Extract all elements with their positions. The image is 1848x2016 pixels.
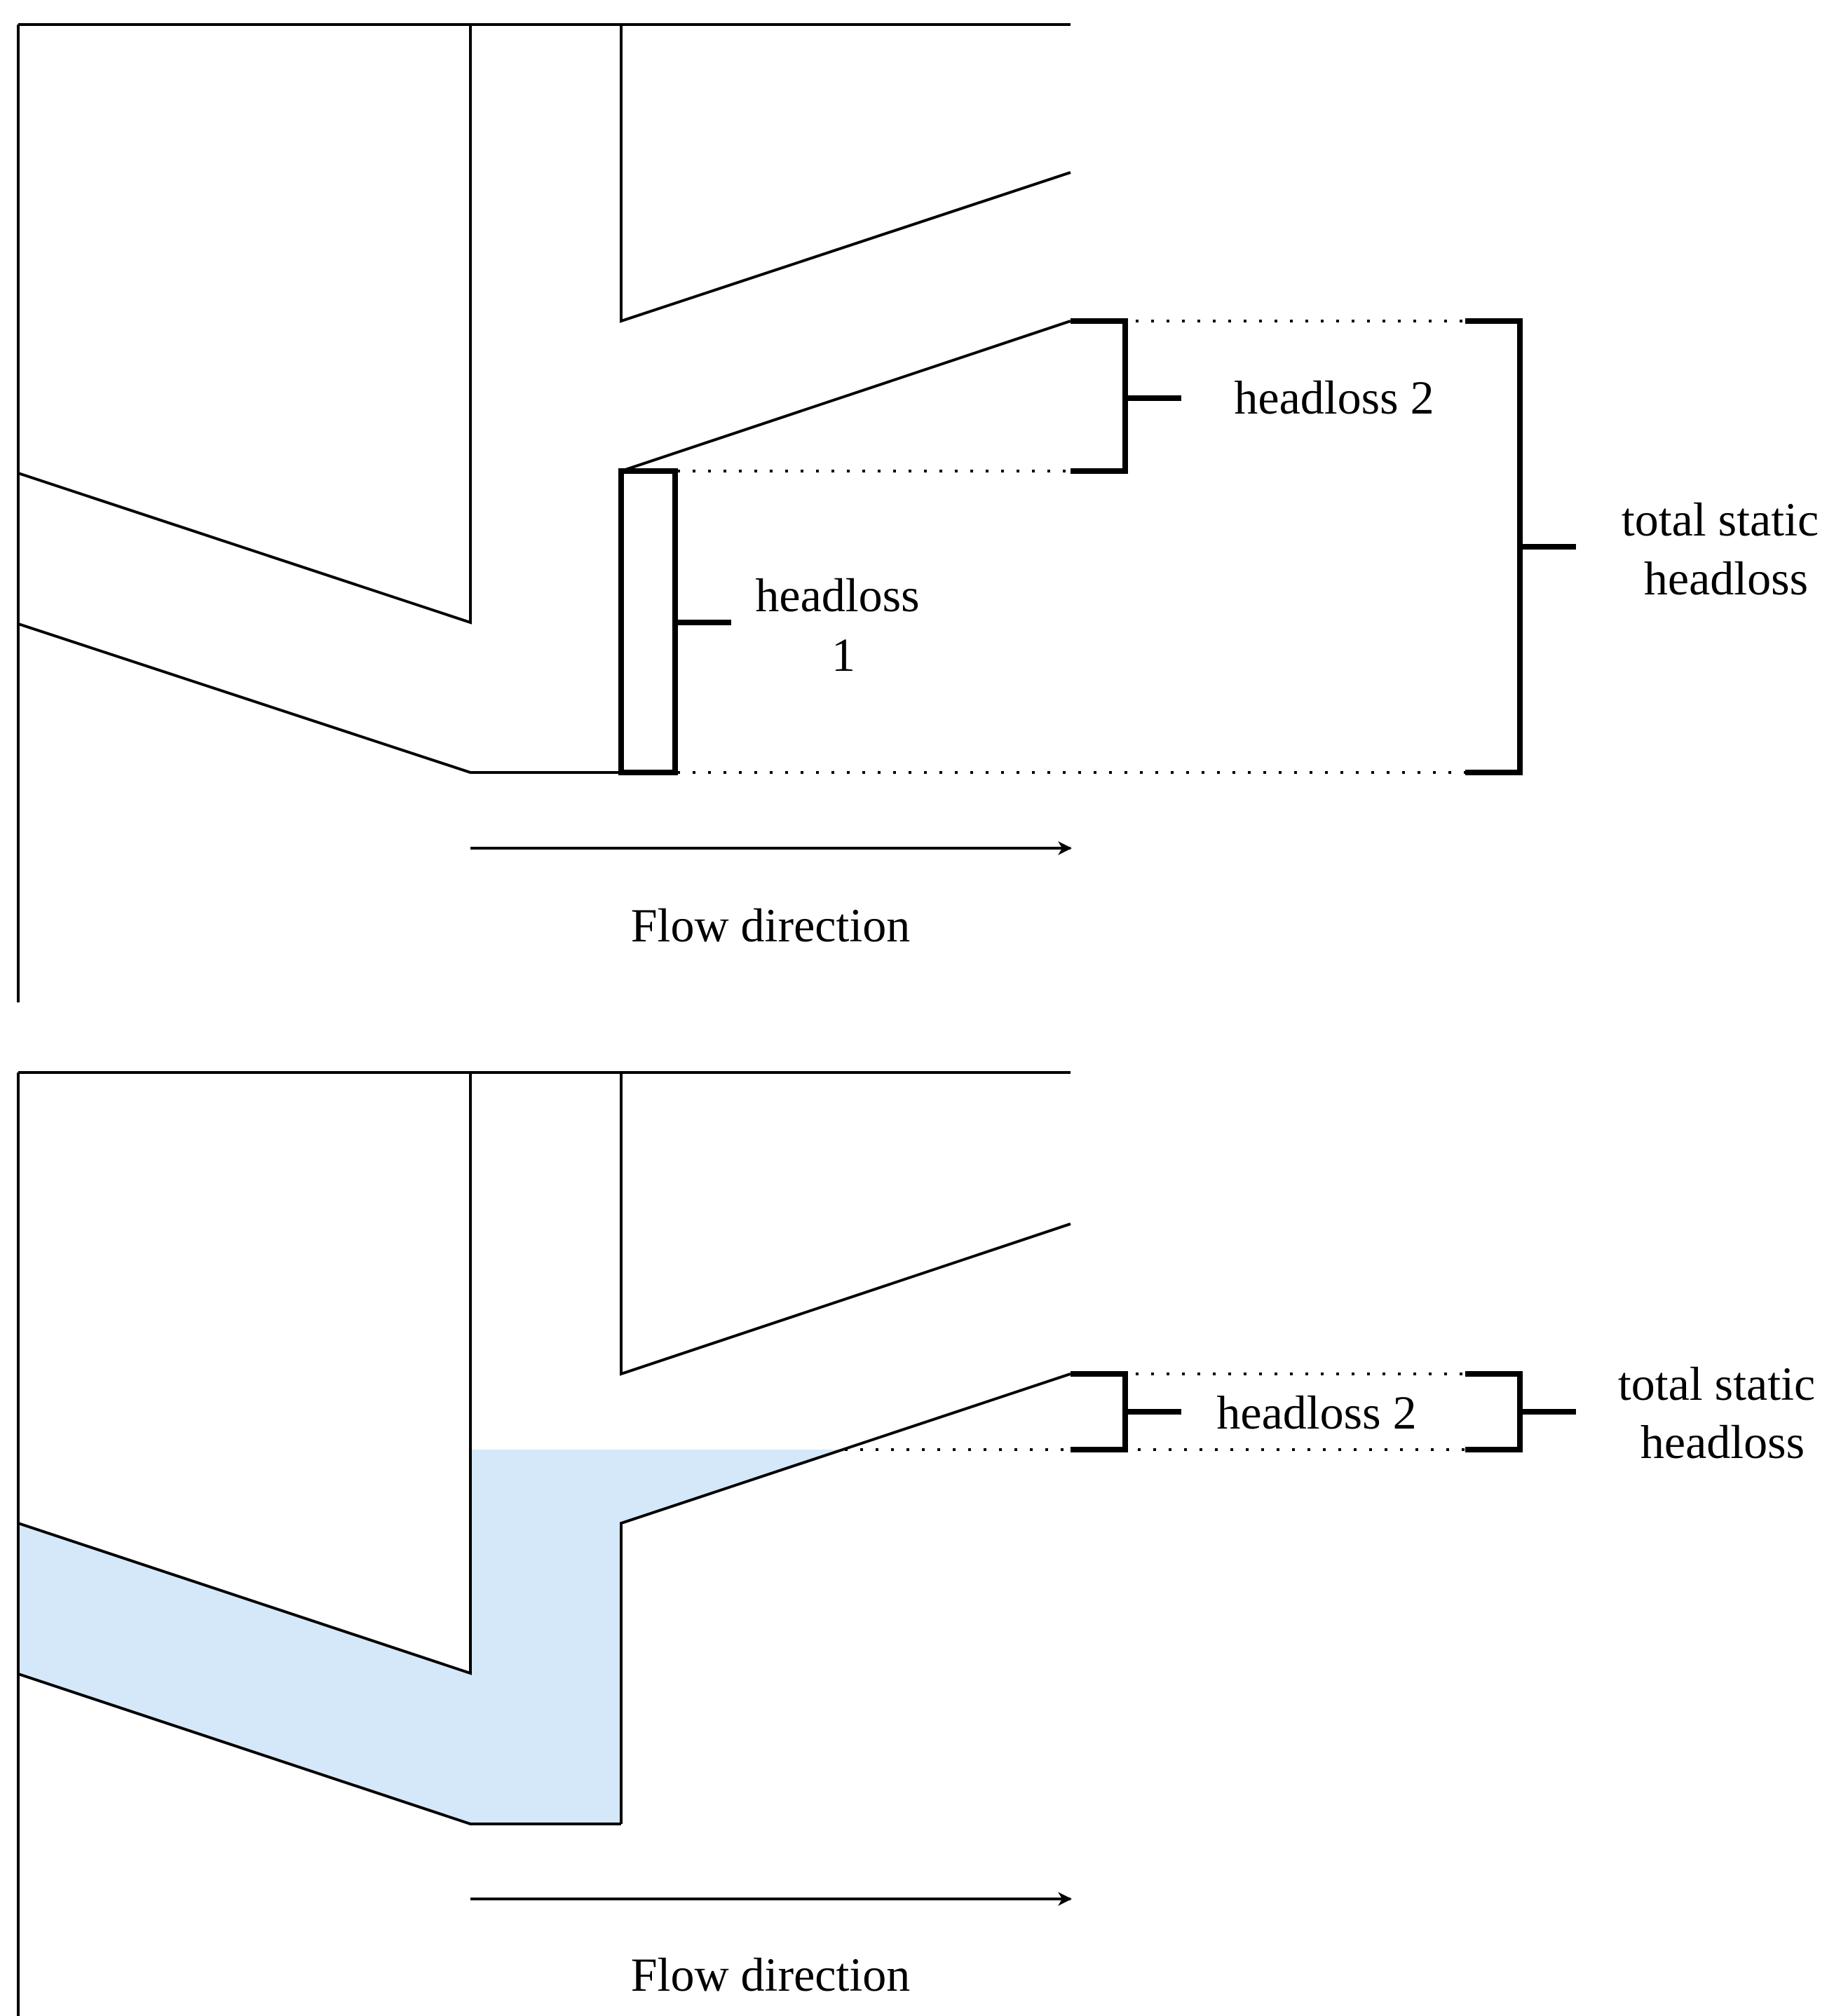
bottom-headloss-2-label: headloss 2 — [1216, 1386, 1416, 1439]
top-outlet-pipe-bottom — [620, 320, 1071, 472]
top-manhole-right-wall — [620, 25, 1071, 323]
bottom-total-static-headloss-bracket — [1465, 1371, 1576, 1452]
top-headloss-1-bracket — [618, 468, 731, 775]
bottom-manhole-left-wall — [18, 1072, 472, 1675]
bottom-flow-direction-label: Flow direction — [631, 1948, 911, 2001]
bottom-inlet-pipe-bottom — [18, 1673, 621, 1825]
bottom-panel: headloss 2 total static headloss Flow di… — [17, 1071, 1827, 2016]
bottom-manhole-right-wall — [620, 1072, 1071, 1376]
top-total-static-headloss-bracket — [1465, 318, 1576, 775]
top-inlet-pipe-bottom — [18, 622, 621, 774]
top-headloss-2-bracket — [1071, 318, 1181, 474]
top-flow-direction-label: Flow direction — [631, 899, 911, 952]
top-total-static-headloss-label: total static headloss — [1622, 493, 1830, 605]
bottom-outlet-pipe-bottom — [620, 1373, 1071, 1824]
bottom-total-static-headloss-label: total static headloss — [1618, 1357, 1827, 1469]
top-panel: headloss 1 headloss 2 total static headl… — [17, 23, 1830, 1002]
top-manhole-left-wall — [18, 25, 472, 625]
top-headloss-2-label: headloss 2 — [1234, 371, 1434, 424]
bottom-water-fill — [18, 1450, 841, 1824]
top-headloss-1-label: headloss 1 — [755, 568, 931, 681]
bottom-headloss-2-bracket — [1071, 1371, 1181, 1452]
